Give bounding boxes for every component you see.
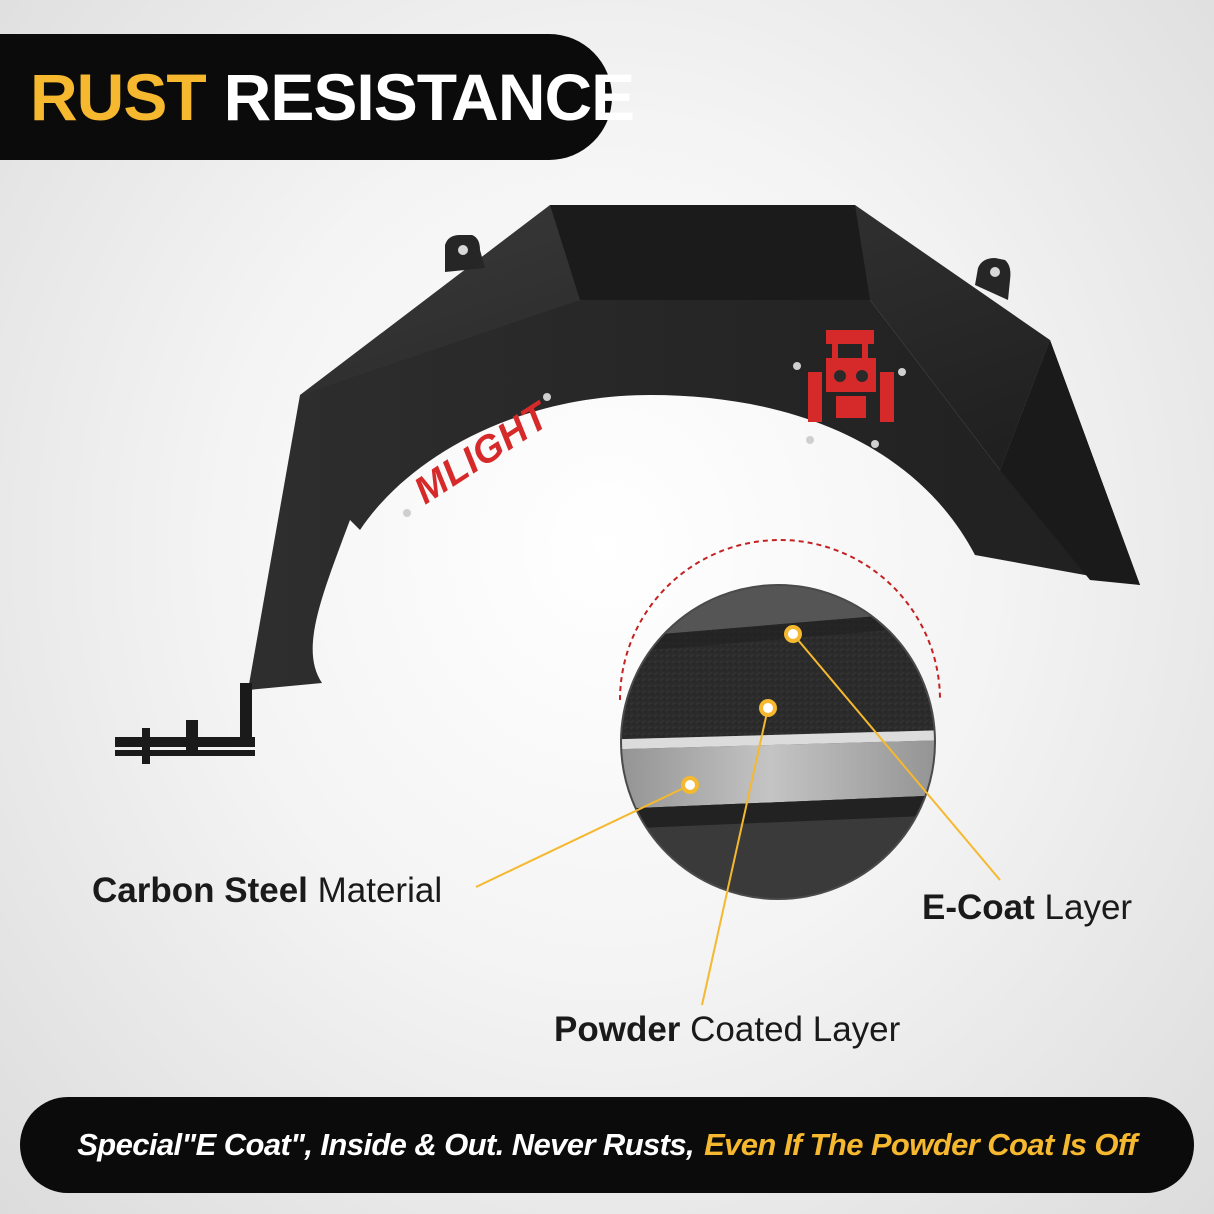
callout-e-coat: E-Coat Layer (922, 888, 1132, 928)
zoom-detail (621, 585, 935, 899)
callout-lines (475, 633, 1001, 1006)
jeep-emblem (808, 330, 894, 422)
callout-powder-bold: Powder (554, 1010, 681, 1049)
mount-hole-left (458, 245, 468, 255)
bolts (403, 362, 906, 517)
banner-white-text: Special"E Coat", Inside & Out. Never Rus… (77, 1127, 695, 1162)
banner-gold-text: Even If The Powder Coat Is Off (704, 1127, 1137, 1162)
liner-main-face (248, 300, 1140, 690)
title-badge: RUST RESISTANCE (0, 34, 635, 160)
bottom-banner: Special"E Coat", Inside & Out. Never Rus… (20, 1097, 1194, 1193)
zoom-ring (620, 584, 936, 900)
callout-carbon-steel: Carbon Steel Material (92, 871, 442, 911)
title-rest: RESISTANCE (223, 60, 635, 134)
bottom-bracket (115, 683, 255, 764)
title-accent: RUST (30, 60, 207, 134)
callout-e-coat-rest: Layer (1044, 888, 1133, 927)
liner-back-wall (550, 205, 870, 300)
mount-tab-right (975, 258, 1011, 300)
callout-carbon-steel-bold: Carbon Steel (92, 871, 308, 910)
mount-hole-right (990, 267, 1000, 277)
callout-carbon-steel-rest: Material (317, 871, 443, 910)
callout-powder: Powder Coated Layer (554, 1010, 900, 1050)
zoom-dash-arc (619, 539, 941, 701)
callout-dots (681, 625, 802, 794)
callout-powder-rest: Coated Layer (690, 1010, 901, 1049)
callout-e-coat-bold: E-Coat (922, 888, 1035, 927)
liner-right-flange (1000, 340, 1140, 585)
